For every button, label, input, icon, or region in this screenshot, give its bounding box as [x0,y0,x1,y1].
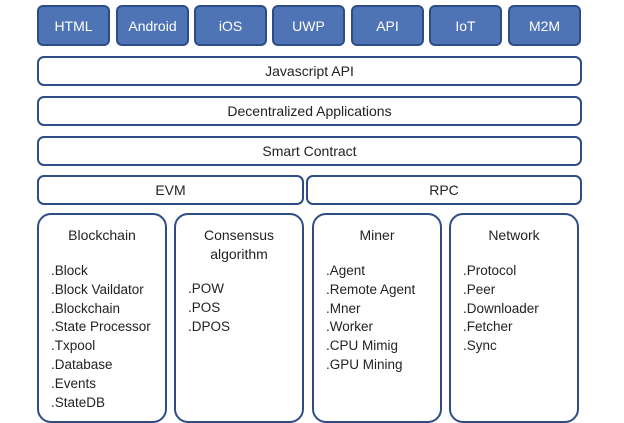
list-item: .Block Vaildator [51,281,144,297]
list-item: .Agent [326,263,366,278]
platform-iot: IoT [429,5,502,46]
module-network: Network .Protocol .Peer .Downloader .Fet… [449,213,579,423]
list-item: .StateDB [51,394,106,410]
platform-uwp: UWP [272,5,345,46]
list-item: .Blockchain [51,300,121,316]
list-item: .Sync [463,338,497,354]
list-item: .State Processor [51,319,151,335]
platform-m2m: M2M [508,5,581,46]
module-title: Miner [359,227,395,243]
list-item: .POS [188,299,221,315]
module-blockchain: Blockchain .Block .Block Vaildator .Bloc… [37,213,167,423]
layer-smart-contract: Smart Contract [37,136,582,166]
list-item: .Events [51,375,97,391]
layer-decentralized-applications: Decentralized Applications [37,96,582,126]
module-title: Consensus algorithm [203,227,275,262]
module-item-list: .POW .POS .DPOS [176,280,302,336]
module-consensus: Consensus algorithm .POW .POS .DPOS [174,213,304,423]
layer-evm: EVM [37,175,304,205]
platform-android: Android [116,5,189,46]
list-item: .Worker [326,319,374,335]
list-item: .CPU Mimig [326,338,399,354]
module-item-list: .Agent .Remote Agent .Mner .Worker .CPU … [314,262,440,375]
module-title: Blockchain [68,227,136,243]
list-item: .Remote Agent [326,281,416,297]
list-item: .Peer [463,281,496,297]
platform-html: HTML [37,5,110,46]
platform-api: API [351,5,424,46]
list-item: .Block [51,263,88,278]
list-item: .Mner [326,300,361,316]
platform-ios: iOS [194,5,267,46]
layer-rpc: RPC [306,175,582,205]
list-item: .Downloader [463,300,539,316]
module-item-list: .Block .Block Vaildator .Blockchain .Sta… [39,262,165,412]
list-item: .Database [51,356,113,372]
list-item: .Txpool [51,338,96,354]
list-item: .Protocol [463,263,517,278]
list-item: .GPU Mining [326,356,403,372]
module-miner: Miner .Agent .Remote Agent .Mner .Worker… [312,213,442,423]
list-item: .Fetcher [463,319,513,335]
layer-javascript-api: Javascript API [37,56,582,86]
module-item-list: .Protocol .Peer .Downloader .Fetcher .Sy… [451,262,577,356]
list-item: .DPOS [188,318,231,334]
list-item: .POW [188,281,224,296]
module-title: Network [488,227,540,243]
